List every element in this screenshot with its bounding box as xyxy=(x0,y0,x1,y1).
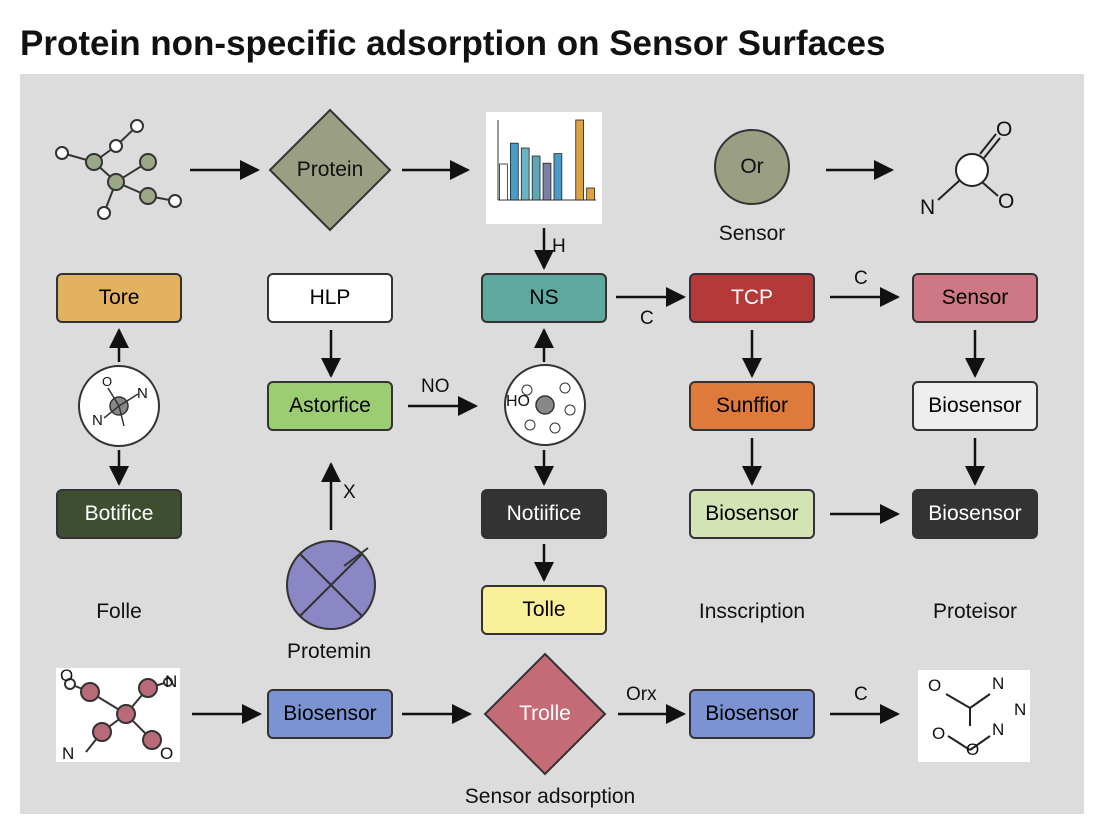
atom-n-bottom-left-1: N xyxy=(165,672,178,691)
chart-bar xyxy=(586,187,595,201)
chart-bar xyxy=(499,163,508,201)
arrow-label-c-tcp-sensor: C xyxy=(854,268,868,289)
atom-n-bottom-right-3: N xyxy=(992,720,1005,739)
notiifice-box: Notiifice xyxy=(481,489,607,539)
sensor-adsorption-caption: Sensor adsorption xyxy=(464,785,636,808)
purple-circle xyxy=(286,540,376,630)
arrow-label-c-ns-tcp: C xyxy=(640,308,654,329)
biosensor-green-box: Biosensor xyxy=(689,489,815,539)
biosensor-blue-left-box: Biosensor xyxy=(267,689,393,739)
molecule-bottom-right-svg xyxy=(945,693,991,751)
sensor-caption: Sensor xyxy=(718,222,786,245)
atom-n-top-right: N xyxy=(920,196,936,219)
arrow-label-orx: Orx xyxy=(626,684,657,705)
atom-o-left: O xyxy=(102,374,113,389)
atom-o-bottom-right-2: O xyxy=(932,724,946,743)
tolle-box: Tolle xyxy=(481,585,607,635)
molecule-top-left xyxy=(55,119,182,220)
protein-diamond-label: Protein xyxy=(296,158,364,181)
chart-bar xyxy=(575,119,584,201)
molecule-bottom-left xyxy=(56,668,180,762)
trolle-diamond xyxy=(483,652,607,776)
atom-o-bottom-left-2: O xyxy=(160,744,174,763)
atom-n-bottom-left-2: N xyxy=(62,744,75,763)
insscription-caption: Insscription xyxy=(698,600,806,623)
arrow-label-c-bottom: C xyxy=(854,684,868,705)
sensor-pink-box: Sensor xyxy=(912,273,1038,323)
page-title: Protein non-specific adsorption on Senso… xyxy=(20,24,886,63)
ns-box: NS xyxy=(481,273,607,323)
biosensor-black-box: Biosensor xyxy=(912,489,1038,539)
proteisor-caption: Proteisor xyxy=(932,600,1018,623)
biosensor-white-box: Biosensor xyxy=(912,381,1038,431)
molecule-bottom-left-svg xyxy=(64,677,173,753)
atom-o-top-right-2: O xyxy=(998,190,1015,213)
tcp-box: TCP xyxy=(689,273,815,323)
molecule-left xyxy=(78,365,160,447)
atom-ho-center: HO xyxy=(506,393,530,410)
arrow-label-x: X xyxy=(343,482,356,503)
atom-n-left-2: N xyxy=(92,412,103,429)
folle-caption: Folle xyxy=(96,600,142,623)
atom-n-bottom-right-1: N xyxy=(992,674,1005,693)
sunffior-box: Sunffior xyxy=(689,381,815,431)
biosensor-blue-right-box: Biosensor xyxy=(689,689,815,739)
hlp-box: HLP xyxy=(267,273,393,323)
trolle-diamond-label: Trolle xyxy=(519,702,571,725)
astorfice-box: Astorfice xyxy=(267,381,393,431)
atom-o-bottom-right-3: O xyxy=(966,740,980,759)
or-circle-label: Or xyxy=(740,155,764,178)
arrow-label-no: NO xyxy=(421,376,450,397)
chart-bar xyxy=(510,142,519,201)
arrow-label-h: H xyxy=(552,236,566,257)
atom-n-left-1: N xyxy=(137,385,148,402)
tore-box: Tore xyxy=(56,273,182,323)
or-circle xyxy=(714,129,790,205)
molecule-bottom-right xyxy=(918,670,1030,762)
chart-bar xyxy=(542,162,552,201)
atom-o-bottom-left-1: O xyxy=(60,666,74,685)
bar-chart-thumbnail xyxy=(486,112,602,224)
protemin-caption: Protemin xyxy=(286,640,372,663)
molecule-center xyxy=(504,364,586,446)
atom-n-bottom-right-2: N xyxy=(1014,700,1027,719)
molecule-top-right xyxy=(937,133,1001,201)
atom-o-bottom-right-1: O xyxy=(928,676,942,695)
chart-bar xyxy=(553,153,563,201)
botifice-box: Botifice xyxy=(56,489,182,539)
chart-bar xyxy=(520,147,530,201)
chart-bar xyxy=(531,155,541,201)
protein-diamond xyxy=(268,108,392,232)
bar-chart-svg xyxy=(497,119,596,201)
atom-o-top-right-1: O xyxy=(996,118,1013,141)
